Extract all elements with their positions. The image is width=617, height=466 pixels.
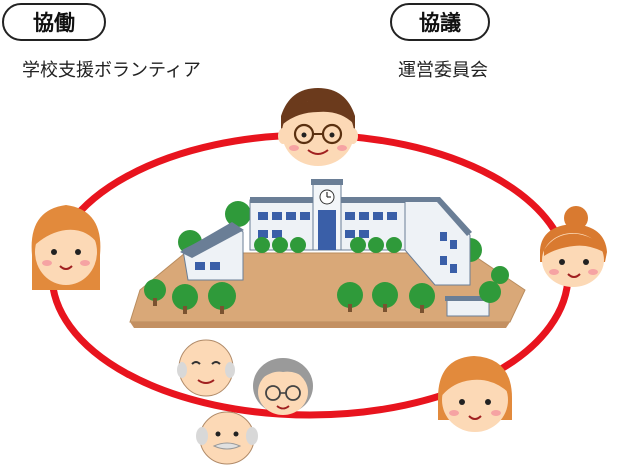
- badge-discussion: 協議: [390, 3, 490, 41]
- woman-long-hair-icon: [31, 205, 101, 290]
- badge-collaboration: 協働: [2, 3, 106, 41]
- caption-school-support-volunteer: 学校支援ボランティア: [22, 60, 201, 81]
- school-building-icon: [129, 179, 526, 328]
- woman-short-hair-icon: [438, 356, 512, 432]
- elderly-people-icon: [177, 339, 313, 465]
- woman-bun-icon: [540, 206, 607, 287]
- caption-steering-committee: 運営委員会: [398, 60, 488, 81]
- man-with-glasses-icon: [278, 88, 358, 166]
